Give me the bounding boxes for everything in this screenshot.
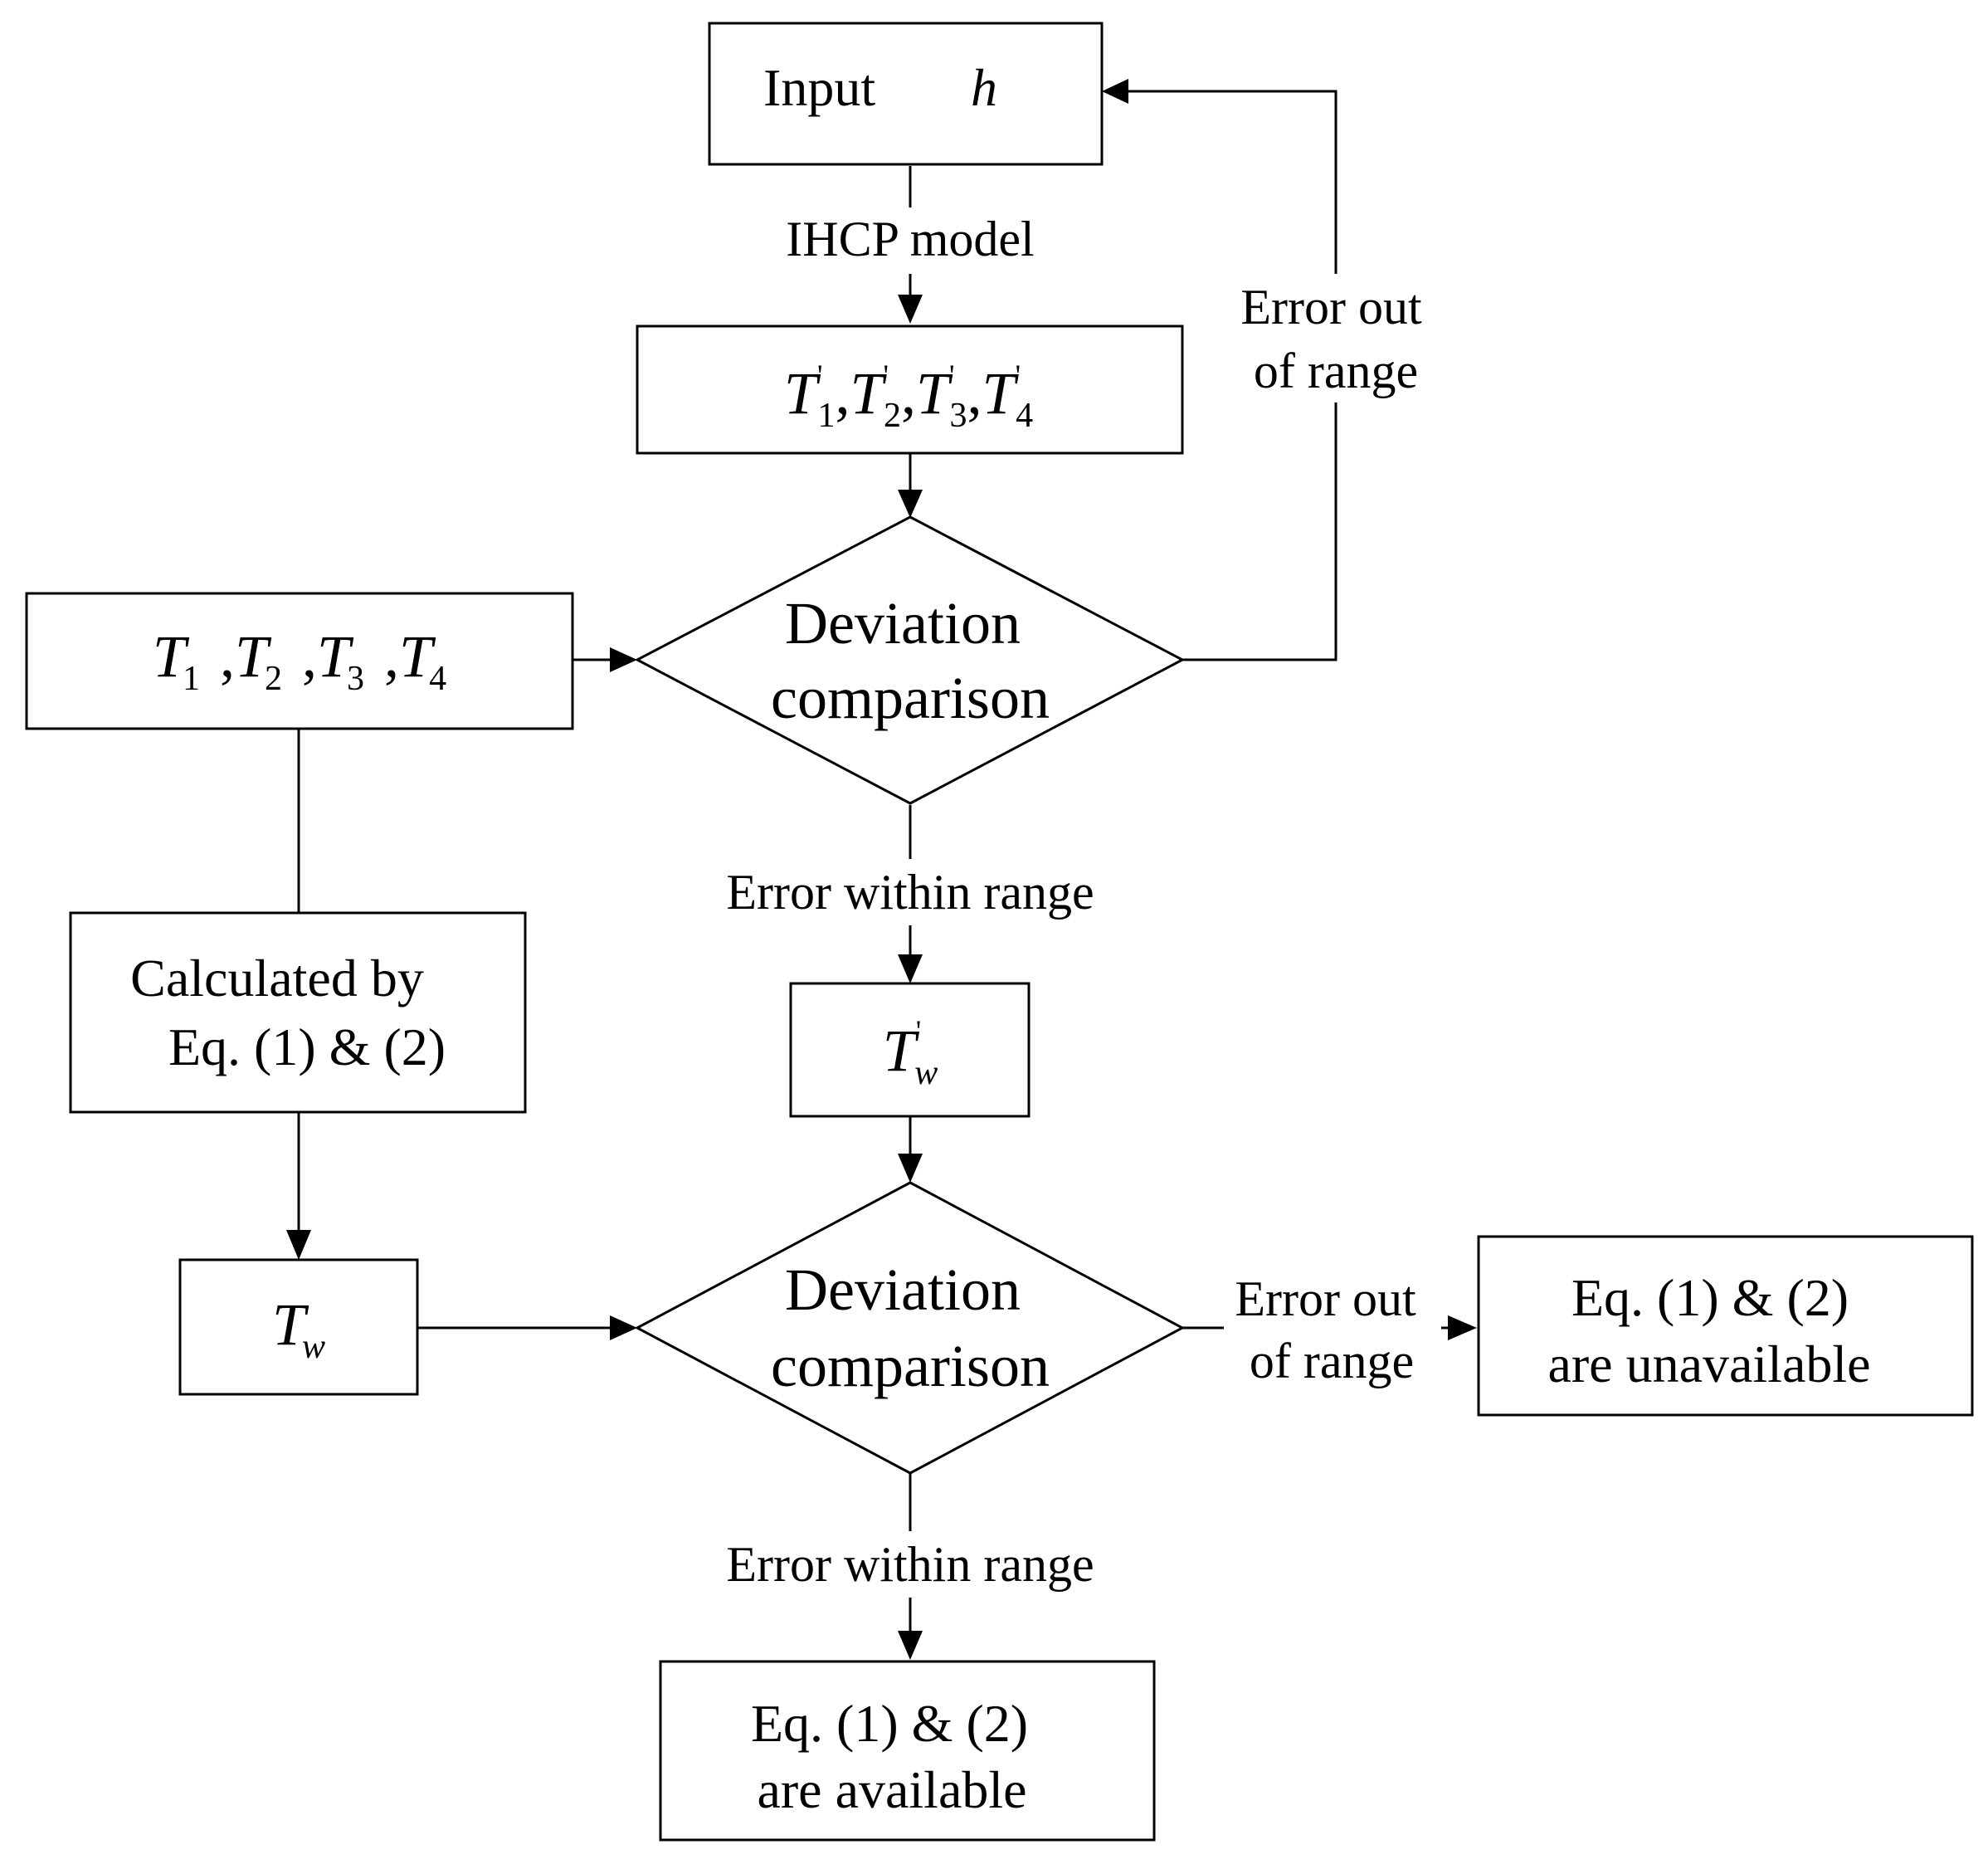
node-equations-unavailable: Eq. (1) & (2) are unavailable <box>1477 1235 1974 1417</box>
node-calculated-by: Calculated by Eq. (1) & (2) <box>69 911 527 1114</box>
node-deviation-comparison-1: Deviation comparison <box>634 515 1186 805</box>
node-equations-available: Eq. (1) & (2) are available <box>659 1660 1156 1842</box>
t-measured-expression: T1,T2,T3,T4 <box>153 623 446 698</box>
deviation-1-line2: comparison <box>771 665 1050 731</box>
available-line1: Eq. (1) & (2) <box>751 1694 1028 1753</box>
input-variable-h: h <box>971 58 997 117</box>
arrowhead <box>1102 79 1128 104</box>
edge-label-error-within-1: Error within range <box>726 865 1094 920</box>
node-input-h: Input h <box>708 22 1104 166</box>
calculated-line1: Calculated by <box>130 949 424 1008</box>
available-line2: are available <box>757 1760 1026 1819</box>
calculated-line2: Eq. (1) & (2) <box>168 1017 446 1076</box>
edge-labels: IHCP model Error out of range Error with… <box>701 207 1444 1598</box>
deviation-1-line1: Deviation <box>785 590 1021 656</box>
arrowhead <box>898 954 923 983</box>
t-prime-expression: T'1,T'2,T'3,T'4 <box>784 359 1033 435</box>
node-t-prime-values: T'1,T'2,T'3,T'4 <box>636 324 1184 455</box>
arrowhead <box>898 295 923 324</box>
deviation-1-text: Deviation comparison <box>771 590 1050 731</box>
arrowhead <box>898 490 923 518</box>
unavailable-text: Eq. (1) & (2) are unavailable <box>1547 1268 1870 1393</box>
edge-label-error-within-2: Error within range <box>726 1537 1094 1592</box>
tw-prime-expression: T'w <box>883 1014 938 1092</box>
edge-label-error-out-2-line1: Error out <box>1235 1271 1416 1326</box>
arrowhead <box>1448 1315 1477 1340</box>
unavailable-line2: are unavailable <box>1547 1334 1870 1393</box>
deviation-2-text: Deviation comparison <box>771 1256 1050 1399</box>
input-label: Input <box>763 58 875 117</box>
arrowhead <box>286 1230 311 1260</box>
edge-label-error-out-2: Error out of range <box>1235 1271 1428 1388</box>
edge-label-error-out-1-line1: Error out <box>1240 280 1422 334</box>
tw-expression: Tw <box>272 1291 325 1366</box>
arrowhead <box>610 647 637 672</box>
edge-label-error-out-1: Error out of range <box>1240 280 1434 398</box>
arrowhead <box>898 1154 923 1183</box>
deviation-2-line1: Deviation <box>785 1256 1021 1323</box>
arrowhead <box>610 1315 637 1340</box>
calculated-text: Calculated by Eq. (1) & (2) <box>130 949 446 1076</box>
deviation-2-line2: comparison <box>771 1333 1050 1399</box>
edge-label-error-out-1-line2: of range <box>1254 344 1418 398</box>
arrowhead <box>898 1631 923 1660</box>
node-tw-prime: T'w <box>789 982 1031 1118</box>
node-deviation-comparison-2: Deviation comparison <box>634 1181 1186 1475</box>
node-t-measured-values: T1,T2,T3,T4 <box>25 592 574 730</box>
available-text: Eq. (1) & (2) are available <box>751 1694 1041 1819</box>
node-tw: Tw <box>178 1258 419 1396</box>
edge-label-ihcp-model: IHCP model <box>786 212 1034 266</box>
edge-label-error-out-2-line2: of range <box>1250 1334 1414 1388</box>
unavailable-line1: Eq. (1) & (2) <box>1571 1268 1849 1327</box>
